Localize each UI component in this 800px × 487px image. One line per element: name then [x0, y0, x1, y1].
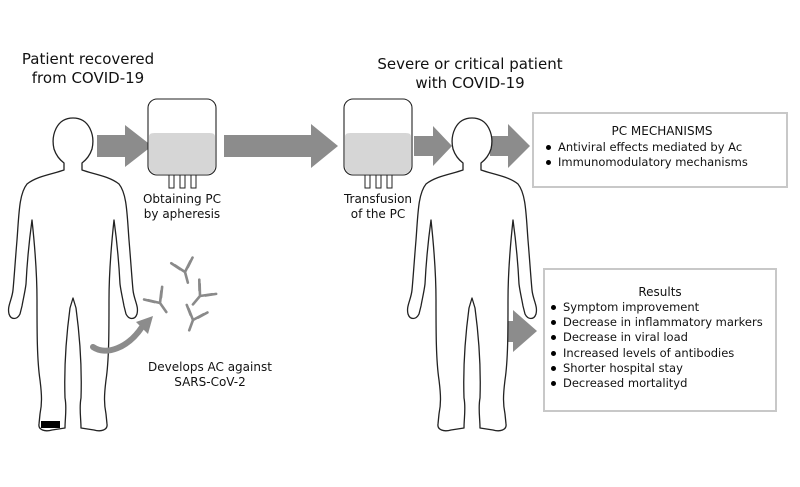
- arrow-to-mechanisms: [490, 124, 530, 168]
- results-item-text: Decreased mortalityd: [563, 376, 688, 391]
- arrow-bag-to-recipient: [414, 126, 452, 166]
- mechanisms-item-text: Antiviral effects mediated by Ac: [558, 140, 743, 154]
- transfusion-label: Transfusion of the PC: [330, 192, 426, 222]
- plasma-bag-apheresis: [147, 98, 217, 189]
- results-item-text: Decrease in inflammatory markers: [563, 315, 763, 330]
- apheresis-label-line1: Obtaining PC: [142, 192, 222, 206]
- bullet-icon: [546, 145, 551, 150]
- mechanisms-item: Antiviral effects mediated by Ac: [546, 140, 778, 155]
- antibody-icon: [169, 256, 200, 287]
- results-item-text: Shorter hospital stay: [563, 360, 683, 375]
- curved-arrow-icon: [90, 316, 153, 354]
- donor-title-line2: from COVID-19: [31, 69, 145, 87]
- bullet-icon: [551, 335, 556, 341]
- results-item: Shorter hospital stay: [551, 361, 769, 376]
- results-title: Results: [638, 285, 682, 299]
- recipient-title-line2: with COVID-19: [415, 74, 525, 92]
- mechanisms-box: PC MECHANISMS Antiviral effects mediated…: [532, 112, 788, 188]
- mechanisms-title: PC MECHANISMS: [611, 124, 713, 138]
- antibody-icon: [142, 285, 177, 320]
- apheresis-label-line2: by apheresis: [143, 207, 221, 221]
- bullet-icon: [551, 305, 556, 310]
- results-item-text: Symptom improvement: [563, 300, 700, 314]
- antibodies-label-line1: Develops AC against: [148, 360, 272, 374]
- mechanisms-list: Antiviral effects mediated by Ac Immunom…: [546, 140, 778, 170]
- bullet-icon: [551, 381, 556, 387]
- antibodies-label-line2: SARS-CoV-2: [174, 375, 246, 389]
- scale-mark: [41, 421, 60, 428]
- donor-title: Patient recovered from COVID-19: [0, 50, 176, 88]
- antibodies-group: [142, 256, 218, 336]
- results-item: Symptom improvement: [551, 300, 769, 315]
- transfusion-label-line2: of the PC: [350, 207, 406, 221]
- arrow-bag-to-bag: [224, 124, 338, 168]
- antibody-icon: [183, 278, 218, 313]
- bullet-icon: [551, 365, 556, 371]
- recipient-figure: [406, 117, 538, 432]
- donor-title-line1: Patient recovered: [21, 50, 155, 68]
- antibody-icon: [177, 303, 209, 336]
- results-item: Decrease in viral load: [551, 330, 769, 345]
- donor-figure: [7, 117, 139, 432]
- bullet-icon: [551, 350, 556, 356]
- antibodies-label: Develops AC against SARS-CoV-2: [130, 360, 290, 390]
- results-item-text: Increased levels of antibodies: [563, 345, 735, 360]
- results-list: Symptom improvement Decrease in inflamma…: [551, 300, 769, 391]
- mechanisms-item: Immunomodulatory mechanisms: [546, 155, 778, 170]
- results-box: Results Symptom improvement Decrease in …: [543, 268, 777, 412]
- results-item: Decreased mortalityd: [551, 376, 769, 391]
- bullet-icon: [551, 320, 556, 326]
- results-item-text: Decrease in viral load: [563, 330, 688, 345]
- recipient-title: Severe or critical patient with COVID-19: [362, 55, 578, 93]
- bullet-icon: [546, 160, 551, 166]
- recipient-title-line1: Severe or critical patient: [377, 55, 563, 73]
- mechanisms-item-text: Immunomodulatory mechanisms: [558, 155, 748, 170]
- results-item: Increased levels of antibodies: [551, 346, 769, 361]
- process-arrows: [97, 124, 537, 352]
- results-item: Decrease in inflammatory markers: [551, 315, 769, 330]
- apheresis-label: Obtaining PC by apheresis: [132, 192, 232, 222]
- plasma-bag-transfusion: [343, 98, 413, 189]
- arrow-donor-to-bag: [97, 125, 152, 167]
- transfusion-label-line1: Transfusion: [343, 192, 413, 206]
